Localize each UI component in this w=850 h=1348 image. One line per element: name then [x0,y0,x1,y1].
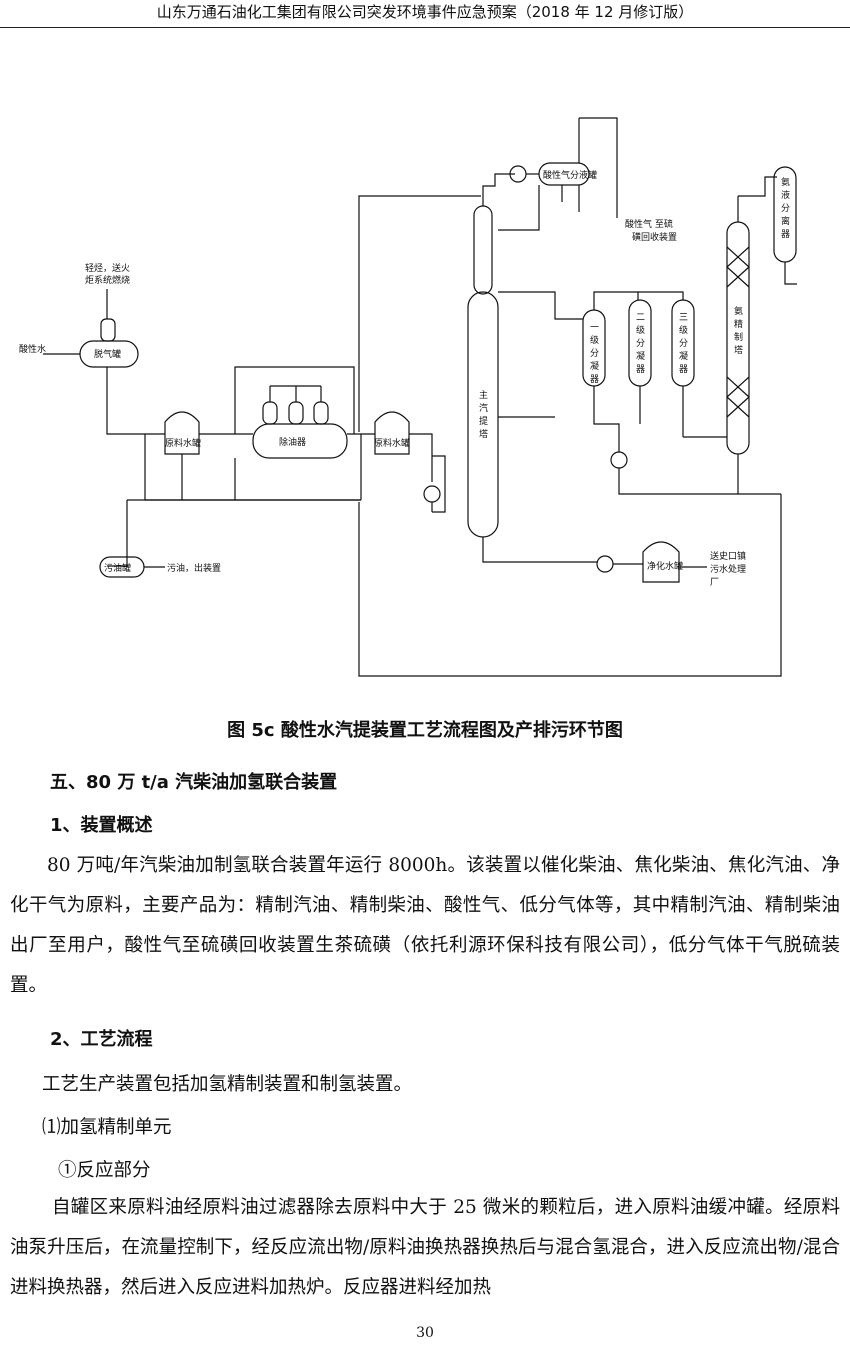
label-acid-gas-sep: 酸性气分液罐 [543,169,597,181]
section-heading: 五、80 万 t/a 汽柴油加氢联合装置 [50,772,338,793]
label-light-hc2: 炬系统燃烧 [85,274,130,286]
svg-text:分: 分 [590,348,599,359]
clean-water-tank-shape [642,541,680,583]
svg-text:三: 三 [679,313,688,323]
process-flow-diagram: 酸性水 脱气罐 轻烃，送火 炬系统燃烧 原料水罐 除油器 原料水罐 污油罐 污油… [7,62,833,698]
label-oil-remover: 除油器 [279,436,306,448]
svg-text:级: 级 [636,324,645,336]
svg-text:一: 一 [590,323,599,333]
oil-remover-shape [252,423,348,459]
svg-text:凝: 凝 [679,351,688,362]
label-clean-tank: 净化水罐 [647,560,683,572]
svg-text:提: 提 [479,416,488,427]
svg-text:凝: 凝 [590,361,599,372]
label-acid-gas-out2: 磺回收装置 [632,231,677,243]
svg-text:分: 分 [781,203,790,214]
label-sewage1: 送史口镇 [710,550,746,562]
flow-diagram-svg: 酸性水 脱气罐 轻烃，送火 炬系统燃烧 原料水罐 除油器 原料水罐 污油罐 污油… [19,117,833,677]
main-stripper-shape [467,291,499,538]
figure-caption: 图 5c 酸性水汽提装置工艺流程图及产排污环节图 [227,720,623,741]
label-raw-tank2: 原料水罐 [374,437,410,449]
degas-tank-neck [100,318,116,342]
header-title: 山东万通石油化工集团有限公司突发环境事件应急预案（2018 年 12 月修订版） [156,3,694,21]
svg-text:二: 二 [636,313,645,323]
process-intro-line: 工艺生产装置包括加氢精制装置和制氢装置。 [42,1074,413,1095]
raw-tank1-shape [164,411,200,455]
svg-text:制: 制 [734,331,743,343]
svg-text:主: 主 [479,389,488,401]
subsection-heading-overview: 1、装置概述 [50,815,153,836]
acid-gas-separator-shape [538,162,590,186]
exchanger-1 [423,485,441,503]
unit-heading: ⑴加氢精制单元 [42,1117,172,1138]
svg-text:氨: 氨 [734,305,743,317]
overview-paragraph: 80 万吨/年汽柴油加制氢联合装置年运行 8000h。该装置以催化柴油、焦化柴油… [10,855,840,996]
svg-text:塔: 塔 [479,428,488,440]
svg-text:分: 分 [636,338,645,349]
page-header: 山东万通石油化工集团有限公司突发环境事件应急预案（2018 年 12 月修订版） [0,0,850,28]
label-sewage2: 污水处理 [710,563,746,575]
svg-text:凝: 凝 [636,351,645,362]
part-heading: ①反应部分 [58,1160,151,1181]
reaction-paragraph: 自罐区来原料油经原料油过滤器除去原料中大于 25 微米的颗粒后，进入原料油缓冲罐… [10,1197,840,1298]
label-raw-tank1: 原料水罐 [165,437,201,449]
svg-text:器: 器 [781,229,790,240]
label-dirty-oil-out: 污油，出装置 [167,562,221,574]
subsection-heading-process: 2、工艺流程 [50,1029,153,1050]
svg-text:液: 液 [781,189,790,201]
label-condenser1: 一 级 分 凝 器 [590,323,599,385]
svg-text:级: 级 [679,324,688,336]
exchanger-4 [610,451,628,469]
label-ammonia-separator: 氨 液 分 离 器 [781,176,790,240]
svg-text:级: 级 [590,334,599,346]
svg-text:汽: 汽 [479,402,488,414]
label-condenser2: 二 级 分 凝 器 [636,313,645,375]
label-degas-tank: 脱气罐 [94,348,121,360]
svg-text:离: 离 [781,215,790,227]
exchanger-2 [596,555,614,573]
label-dirty-oil-tank: 污油罐 [104,562,131,574]
label-ammonia-tower: 氨 精 制 塔 [734,305,743,356]
label-acid-water: 酸性水 [19,343,46,355]
svg-text:氨: 氨 [781,176,790,188]
label-main-stripper: 主 汽 提 塔 [479,389,488,440]
svg-text:精: 精 [734,318,743,330]
label-condenser3: 三 级 分 凝 器 [679,313,688,375]
svg-text:分: 分 [679,338,688,349]
svg-text:器: 器 [679,364,688,375]
label-light-hc: 轻烃，送火 [85,262,130,274]
label-acid-gas-out1: 酸性气 至硫 [625,218,673,230]
page-number: 30 [416,1325,434,1341]
svg-text:器: 器 [590,374,599,385]
svg-text:塔: 塔 [734,344,743,356]
label-sewage3: 厂 [710,577,719,588]
raw-tank2-shape [374,411,410,455]
svg-text:器: 器 [636,364,645,375]
